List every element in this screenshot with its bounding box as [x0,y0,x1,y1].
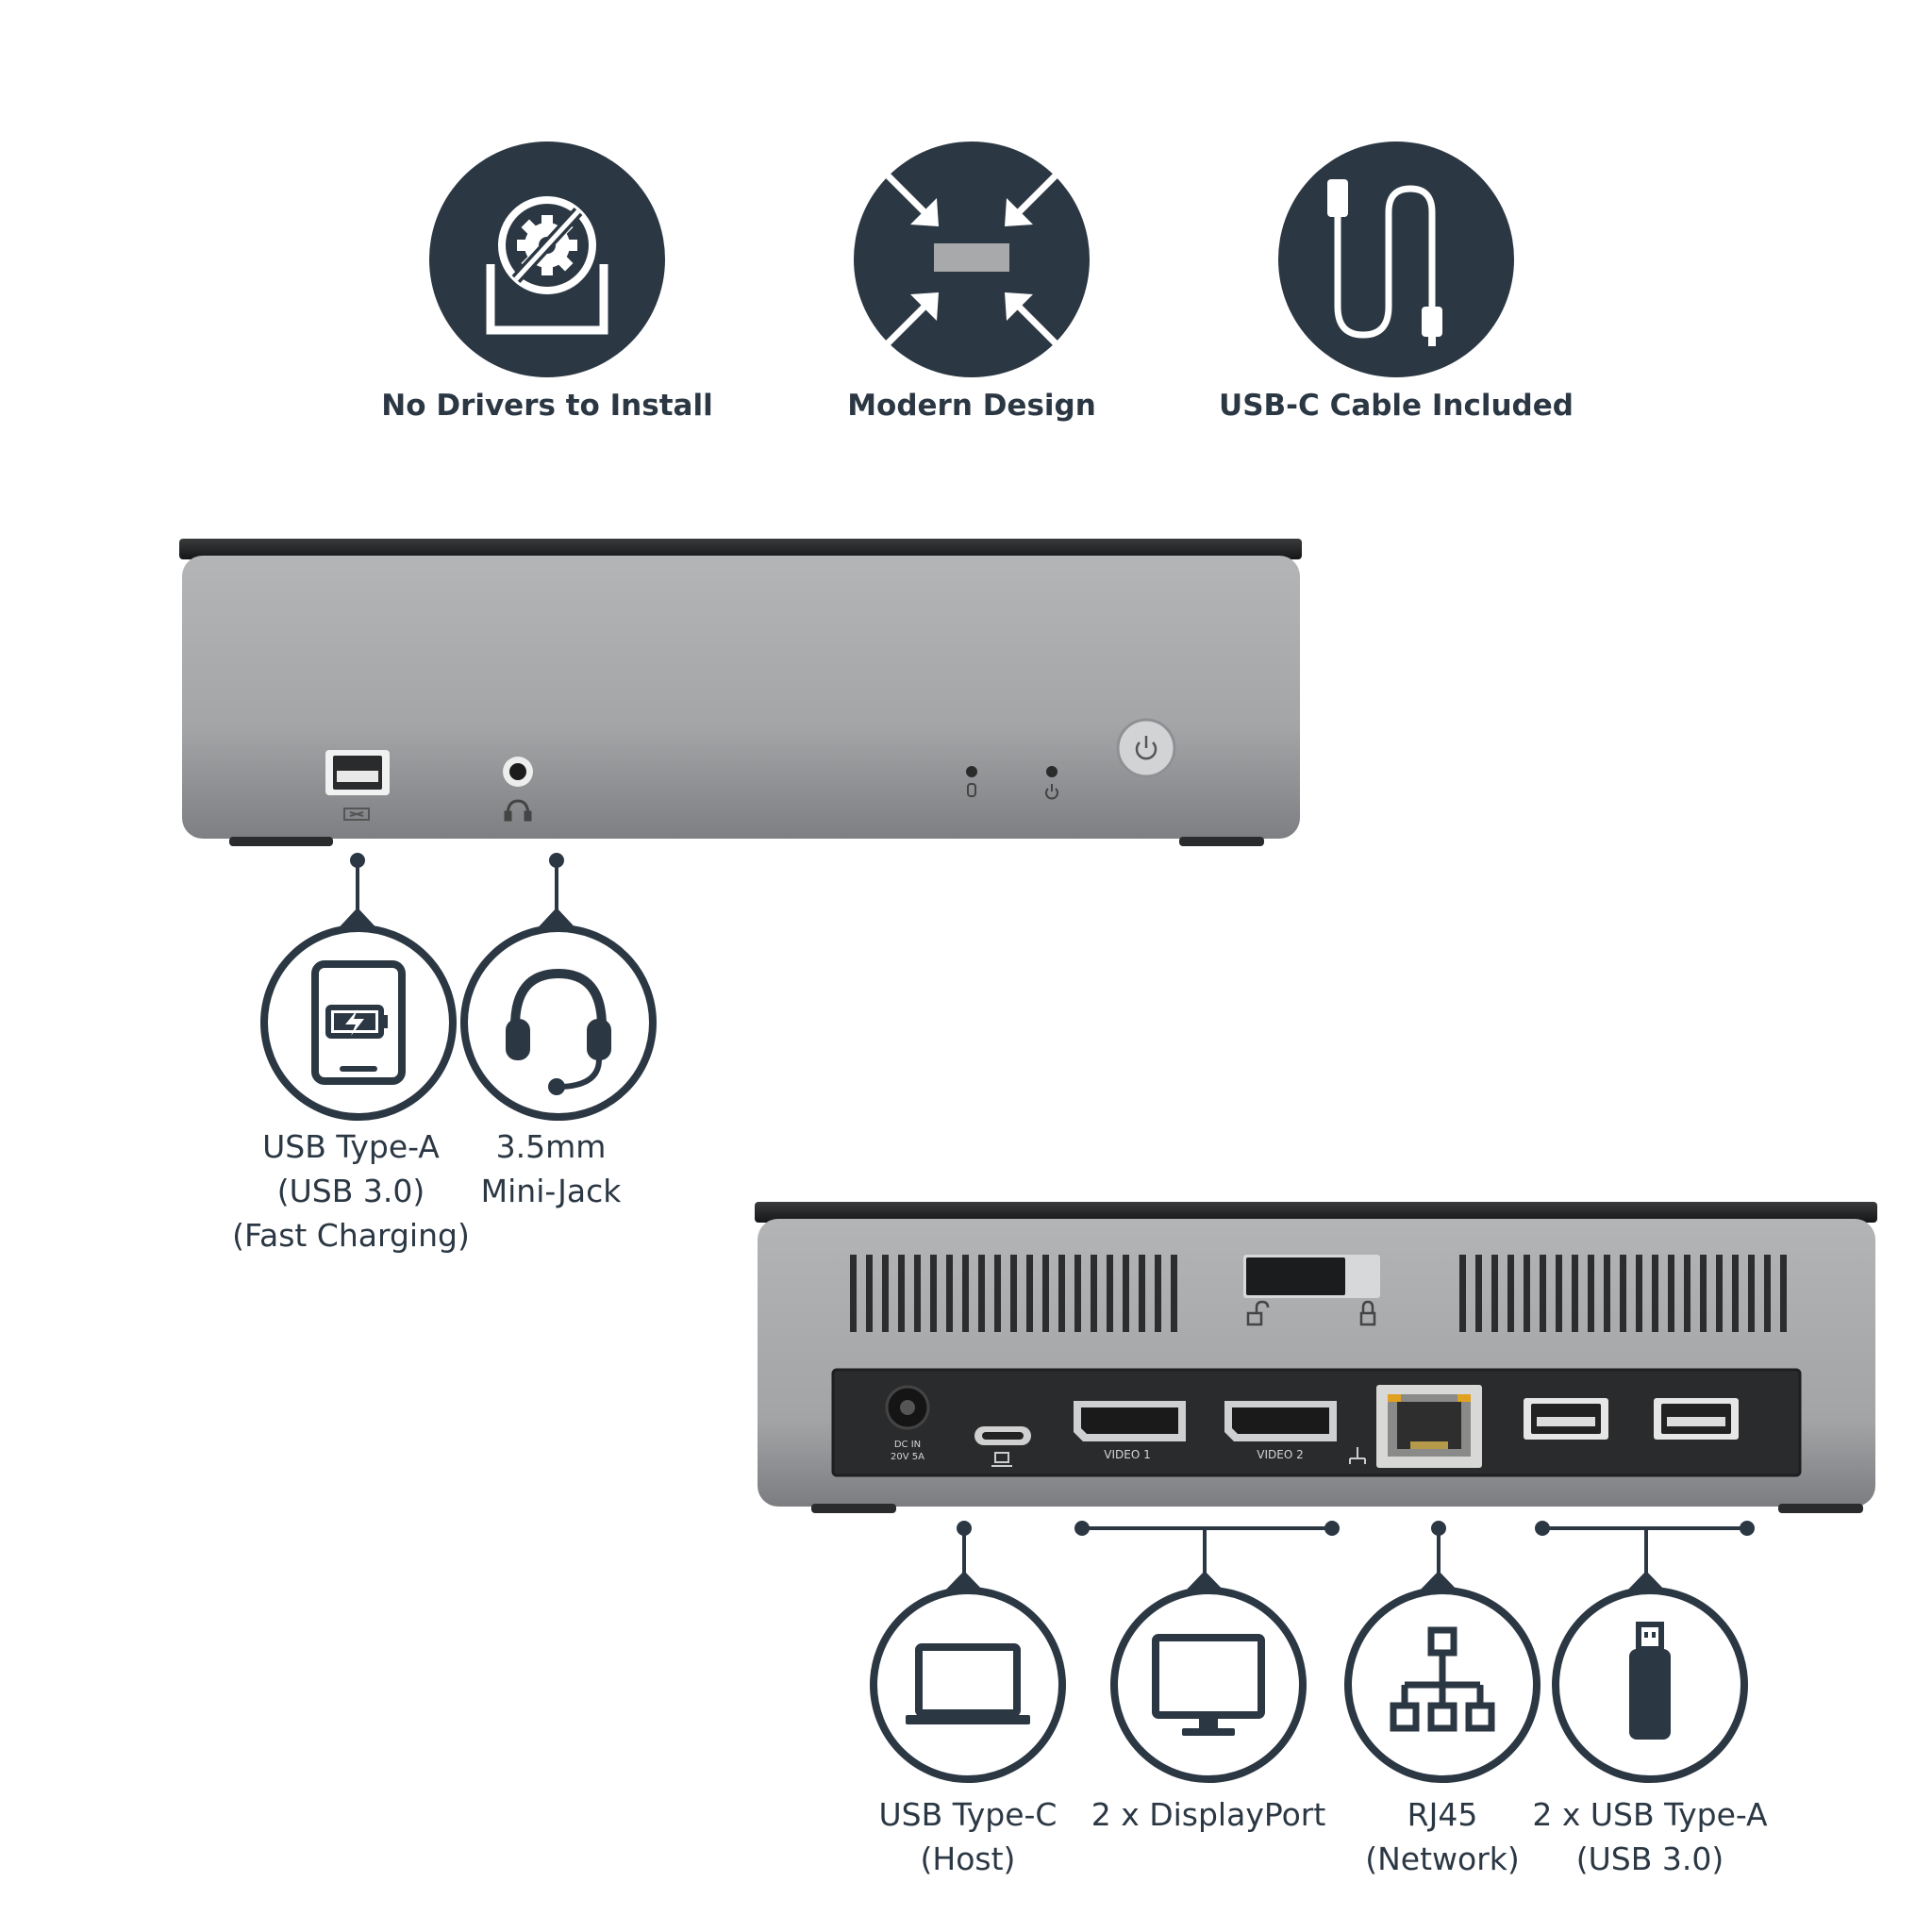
rj45-network-label: RJ45 (Network) [1365,1796,1520,1877]
rear-foot-right [1778,1504,1863,1513]
dc-rating-label: 20V 5A [891,1452,924,1462]
usb-drive-icon [1629,1622,1671,1740]
usb-a-charging-label: USB Type-A (USB 3.0) (Fast Charging) [232,1128,470,1254]
usb-a-rear-callout [1552,1587,1748,1783]
front-usb-a-port[interactable] [325,750,390,795]
audio-jack-callout [460,924,657,1121]
front-foot-left [229,837,333,846]
displayport-video-2[interactable] [1224,1401,1337,1441]
usb-c-cable-icon [1327,179,1442,346]
lock-symbol-icon [1359,1300,1376,1326]
rj45-network-callout [1344,1587,1541,1783]
rear-usb-a-port-1[interactable] [1524,1398,1608,1440]
dc-in-label: DC IN [894,1440,921,1450]
feature-label-modern-design: Modern Design [847,389,1096,423]
front-audio-jack[interactable] [503,757,533,787]
power-symbol-small-icon [1045,784,1058,800]
monitor-icon [1152,1634,1265,1736]
unlock-symbol-icon [1246,1300,1270,1326]
status-led-drive [966,766,977,777]
drive-symbol-icon [967,783,976,797]
power-icon [1135,741,1158,760]
tablet-battery-icon [311,960,406,1085]
rj45-ethernet-port[interactable] [1376,1385,1482,1468]
video-2-label: VIDEO 2 [1257,1448,1303,1461]
rear-foot-left [811,1504,896,1513]
feature-label-usb-c-cable: USB-C Cable Included [1219,389,1574,423]
rear-usb-a-port-2[interactable] [1654,1398,1739,1440]
rear-top-cover [755,1202,1877,1223]
feature-label-no-drivers: No Drivers to Install [381,389,713,423]
usb-c-host-callout [870,1587,1066,1783]
video-1-label: VIDEO 1 [1104,1448,1150,1461]
network-icon [1390,1626,1495,1732]
displayport-callout [1110,1587,1307,1783]
front-headset-symbol-icon [504,799,532,822]
feature-no-drivers [429,142,665,377]
lock-slider-switch[interactable] [1243,1255,1380,1298]
displayport-video-1[interactable] [1074,1401,1186,1441]
audio-jack-label: 3.5mm Mini-Jack [480,1128,622,1209]
power-button[interactable] [1116,718,1176,778]
headset-icon [506,968,611,1095]
front-panel [182,556,1300,839]
host-laptop-symbol-icon [991,1452,1012,1467]
rear-usb-c-port[interactable] [974,1426,1031,1445]
fast-charge-symbol-icon [343,808,370,821]
no-gear-download-icon [486,196,608,335]
feature-usb-c-cable [1278,142,1514,377]
feature-modern-design [854,142,1090,377]
status-led-power [1046,766,1058,777]
front-top-cover [179,539,1302,559]
usb-c-host-label: USB Type-C (Host) [878,1796,1058,1877]
dock-rear-view: DC IN 20V 5A VIDEO 1 VIDEO 2 [755,1202,1877,1513]
laptop-icon [906,1643,1030,1724]
vent-grille-right [1453,1255,1792,1332]
displayport-label: 2 x DisplayPort [1091,1796,1326,1833]
network-symbol-small-icon [1349,1447,1366,1464]
compact-arrows-icon [879,167,1064,352]
front-foot-right [1179,837,1264,846]
usb-a-charging-callout [260,924,457,1121]
dc-in-port[interactable] [885,1385,930,1430]
vent-grille-left [844,1255,1184,1332]
usb-a-rear-label: 2 x USB Type-A (USB 3.0) [1532,1796,1768,1877]
dock-front-view [179,539,1302,846]
